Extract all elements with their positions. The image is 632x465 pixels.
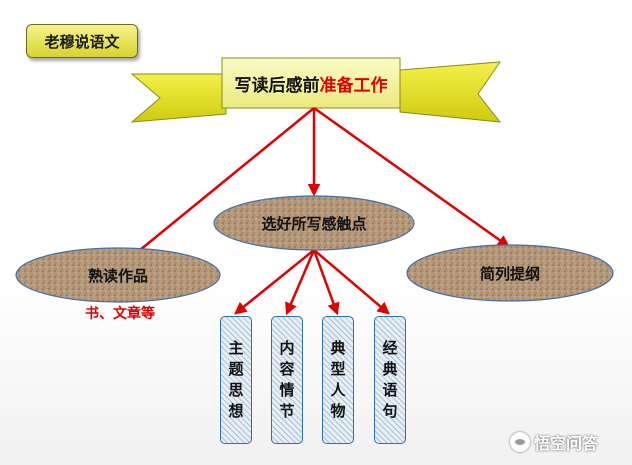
column-plot: 内容情节 xyxy=(271,316,303,444)
column-char: 句 xyxy=(382,402,398,420)
wukong-logo-icon xyxy=(510,432,530,452)
node-ellipse-left xyxy=(15,247,221,303)
arrow-to-column-2 xyxy=(285,249,316,316)
arrow-to-column-4 xyxy=(313,249,390,315)
column-quotes: 经典语句 xyxy=(374,316,406,444)
watermark: 悟空问答 xyxy=(510,430,598,454)
banner-title-box xyxy=(221,57,401,109)
column-char: 经 xyxy=(382,339,398,357)
column-char: 情 xyxy=(279,381,295,399)
watermark-text: 悟空问答 xyxy=(534,434,599,453)
column-char: 容 xyxy=(279,360,295,378)
node-right-label: 简列提纲 xyxy=(479,264,540,283)
column-char: 想 xyxy=(228,402,244,420)
banner-title: 写读后感前准备工作 xyxy=(222,58,400,108)
column-char: 节 xyxy=(279,402,295,420)
column-char: 主 xyxy=(228,339,244,357)
column-characters: 典型人物 xyxy=(322,316,354,444)
column-char: 内 xyxy=(279,339,295,357)
node-center-label: 选好所写感触点 xyxy=(261,214,367,233)
column-theme: 主题思想 xyxy=(220,316,252,444)
arrow-title-to-left xyxy=(139,107,315,251)
column-char: 典 xyxy=(382,360,398,378)
column-char: 语 xyxy=(382,381,398,399)
title-highlight: 准备工作 xyxy=(319,75,388,96)
node-left-label: 熟读作品 xyxy=(87,266,148,285)
node-ellipse-right xyxy=(406,244,614,302)
column-char: 物 xyxy=(330,402,346,420)
banner-ribbon-right xyxy=(399,61,502,123)
column-char: 题 xyxy=(228,360,244,378)
node-ellipse-center xyxy=(213,195,415,251)
column-char: 型 xyxy=(330,360,346,378)
left-node-note: 书、文章等 xyxy=(85,306,155,322)
author-tag: 老穆说语文 xyxy=(26,24,138,58)
arrow-title-to-right xyxy=(313,106,511,248)
arrow-to-column-1 xyxy=(234,249,315,315)
title-main: 写读后感前 xyxy=(234,75,320,96)
column-char: 人 xyxy=(330,381,346,399)
banner-ribbon-left xyxy=(130,73,227,123)
column-char: 典 xyxy=(330,339,346,357)
column-char: 思 xyxy=(228,381,244,399)
arrow-to-column-3 xyxy=(312,249,340,316)
